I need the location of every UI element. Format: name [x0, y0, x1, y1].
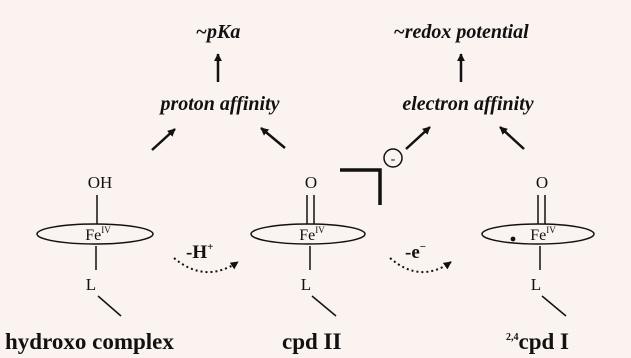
hydroxo-complex-name: hydroxo complex: [5, 329, 174, 354]
hydroxo-complex-structure: OH FeIV L hydroxo complex: [5, 173, 174, 354]
hydroxo-axial-ligand: L: [86, 275, 96, 294]
hydroxo-oh-label: OH: [88, 173, 113, 192]
cpd1-porphyrin-ring: [481, 223, 595, 245]
cpd1-axial-ligand: L: [531, 275, 541, 294]
hydroxo-axial-tail: [97, 295, 122, 317]
cpd1-oxo-label: O: [536, 173, 548, 192]
cpd2-metal: FeIV: [299, 225, 325, 244]
arrow-cpd1-to-electron-affinity: [499, 126, 525, 150]
cpd2-structure: O FeIV L cpd II: [250, 173, 366, 354]
redox-potential-label: ~redox potential: [393, 21, 529, 43]
proton-affinity-label: proton affinity: [158, 93, 279, 115]
proton-loss-label: -H+: [186, 241, 213, 263]
cpd2-axial-ligand: L: [301, 275, 311, 294]
pka-label: ~pKa: [196, 21, 241, 43]
arrow-cpd2-to-proton-affinity: [260, 127, 286, 149]
cpd1-metal: FeIV: [530, 225, 556, 244]
hydroxo-porphyrin-ring: [36, 223, 154, 245]
anion-bracket: [340, 168, 382, 205]
arrow-anion-to-electron-affinity: [405, 126, 431, 150]
electron-affinity-label: electron affinity: [402, 93, 533, 115]
cpd2-oxo-label: O: [305, 173, 317, 192]
anion-charge-symbol: -: [391, 152, 396, 167]
cpd1-radical-dot: [510, 236, 516, 242]
proton-loss-arrow: [173, 257, 239, 274]
cpd2-name: cpd II: [282, 329, 341, 354]
anion-charge-circle: [383, 148, 403, 168]
cpd2-axial-tail: [311, 295, 337, 317]
electron-loss-label: -e−: [405, 241, 426, 263]
cpd2-porphyrin-ring: [250, 223, 366, 245]
cpd1-name: 2,4cpd I: [506, 329, 569, 354]
arrow-hydroxo-to-proton-affinity: [151, 128, 176, 151]
hydroxo-metal: FeIV: [85, 225, 111, 244]
electron-loss-arrow: [389, 257, 452, 274]
cpd1-structure: O FeIV L 2,4cpd I: [481, 173, 595, 354]
cpd1-axial-tail: [541, 295, 567, 317]
